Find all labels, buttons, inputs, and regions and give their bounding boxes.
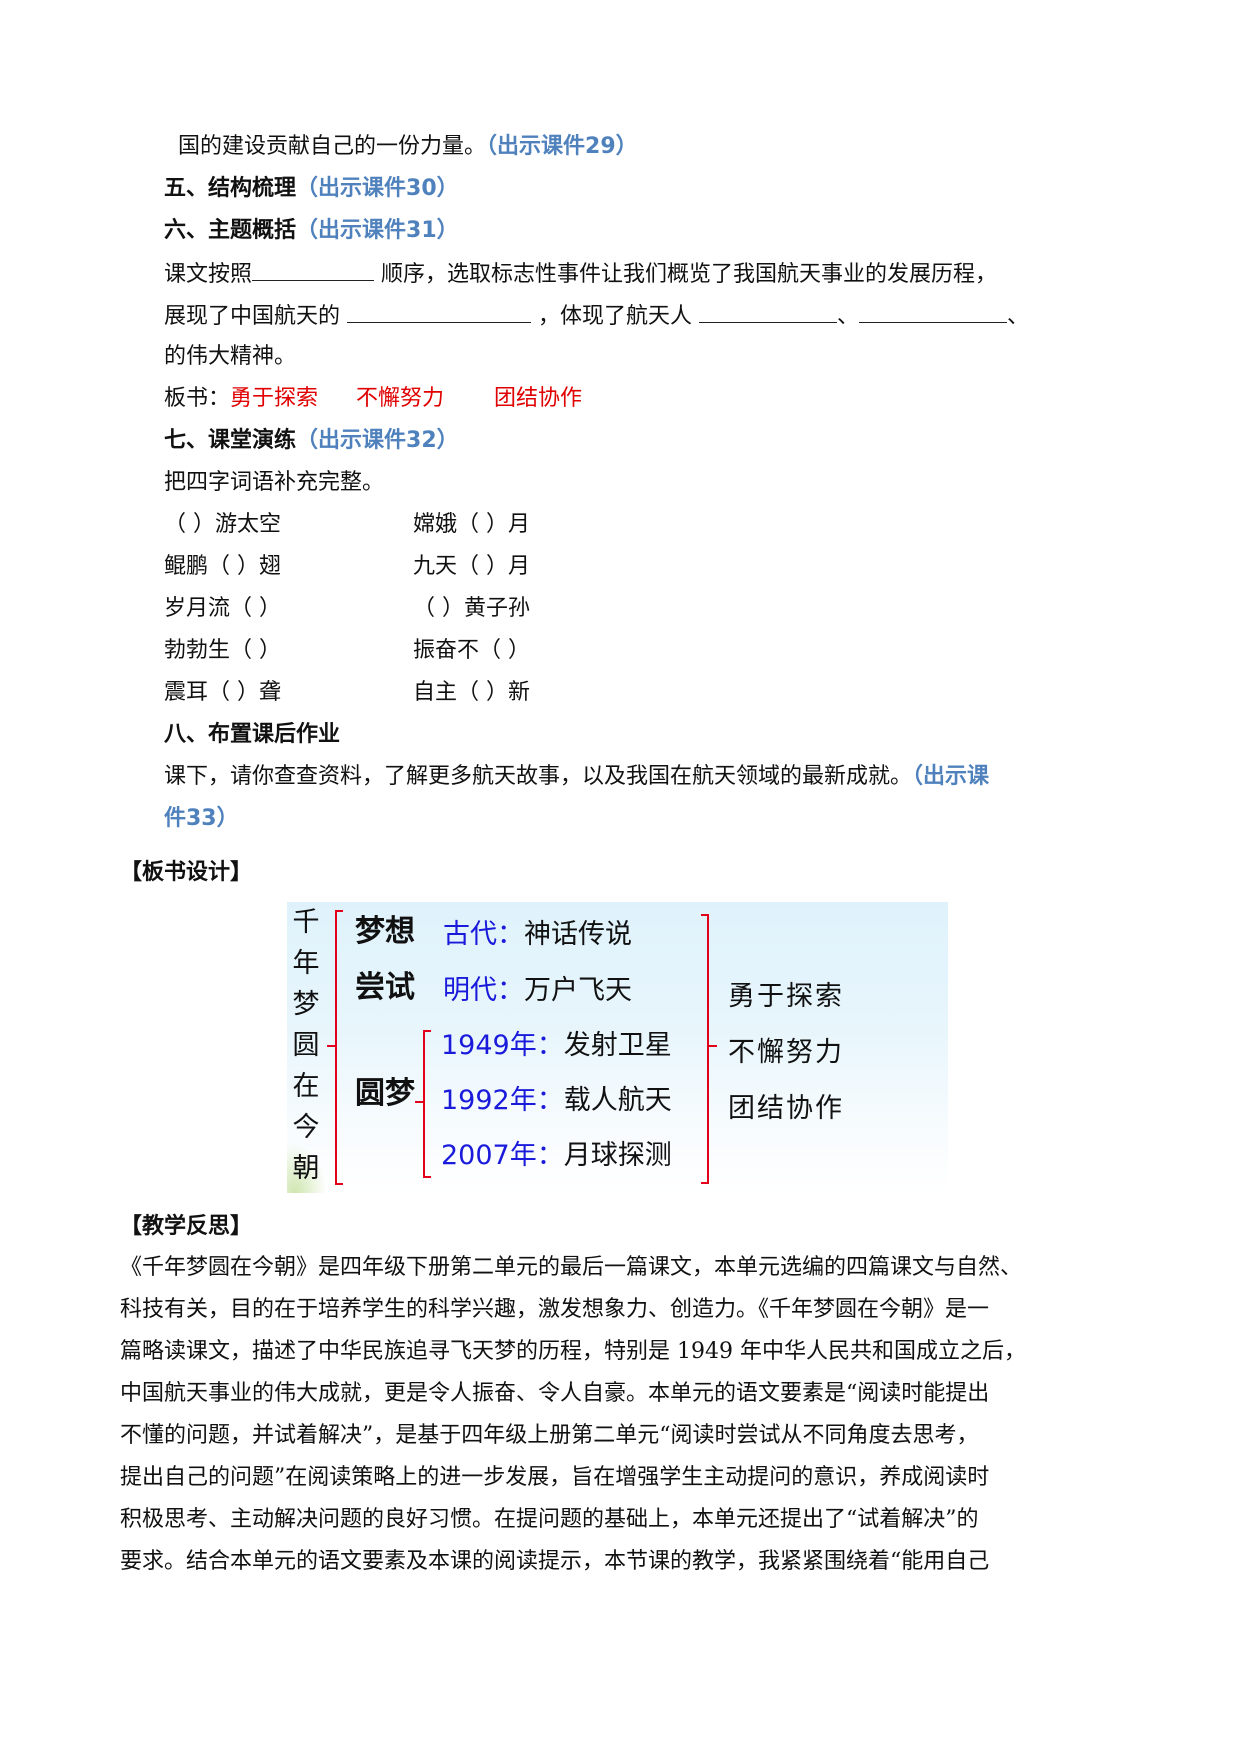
- fill-blank[interactable]: [347, 300, 531, 323]
- theme-summary-line-1: 课文按照 顺序，选取标志性事件让我们概览了我国航天事业的发展历程，: [164, 258, 997, 290]
- era: 明代：: [443, 975, 524, 1006]
- heading-text: 八、布置课后作业: [164, 722, 341, 747]
- inner-bracket: [423, 1030, 431, 1178]
- bracket-tick: [415, 1101, 423, 1103]
- fill-blank[interactable]: [252, 258, 375, 281]
- section-6-heading: 六、主题概括（出示课件31）: [164, 216, 459, 246]
- text: ，体现了航天人: [531, 304, 699, 329]
- reflection-line: 篇略读课文，描述了中华民族追寻飞天梦的历程，特别是 1949 年中华人民共和国成…: [120, 1339, 1026, 1364]
- courseware-ref: （出示课件31）: [296, 218, 459, 243]
- title-char: 年: [292, 948, 320, 979]
- title-char: 圆: [292, 1030, 320, 1061]
- section-8-heading: 八、布置课后作业: [164, 720, 340, 750]
- event-row: 古代：神话传说: [443, 912, 632, 951]
- exercise-item: 鲲鹏（ ）翅: [164, 554, 281, 579]
- spirit-label: 团结协作: [728, 1093, 844, 1124]
- event-row: 1949年：发射卫星: [441, 1023, 672, 1062]
- event: 神话传说: [524, 919, 632, 950]
- text: 、: [837, 304, 860, 329]
- board-design-image: 千 年 梦 圆 在 今 朝 梦想 尝试 圆梦 古代：神话传说 明代：万户飞天 1…: [287, 902, 948, 1193]
- spirit-label: 不懈努力: [728, 1037, 844, 1068]
- reflection-heading: 【教学反思】: [120, 1214, 253, 1239]
- fill-blank[interactable]: [859, 300, 1008, 323]
- homework-text: 课下，请你查查资料，了解更多航天故事，以及我国在航天领域的最新成就。（出示课: [164, 762, 989, 792]
- era: 1992年：: [441, 1085, 564, 1116]
- reflection-line: 科技有关，目的在于培养学生的科学兴趣，激发想象力、创造力。《千年梦圆在今朝》是一: [120, 1297, 990, 1322]
- board-note: 板书：勇于探索 不懈努力 团结协作: [164, 384, 582, 414]
- grass-decoration: [287, 1143, 327, 1193]
- reflection-line: 《千年梦圆在今朝》是四年级下册第二单元的最后一篇课文，本单元选编的四篇课文与自然…: [120, 1255, 1023, 1280]
- title-char: 梦: [292, 989, 320, 1020]
- board-design-heading: 【板书设计】: [120, 860, 253, 885]
- exercise-item: 震耳（ ）聋: [164, 680, 281, 705]
- reflection-line: 不懂的问题，并试着解决”，是基于四年级上册第二单元“阅读时尝试从不同角度去思考，: [120, 1423, 979, 1448]
- board-title-vertical: 千 年 梦 圆 在 今 朝: [291, 902, 321, 1189]
- stage-label: 尝试: [355, 970, 415, 1005]
- bracket-tick: [709, 1045, 717, 1047]
- homework-text-cont: 件33）: [164, 804, 239, 834]
- theme-summary-line-2: 展现了中国航天的 ，体现了航天人 、 、: [164, 300, 1029, 332]
- courseware-ref: （出示课件32）: [296, 428, 459, 453]
- board-item: 团结协作: [494, 386, 583, 411]
- heading-text: 七、课堂演练: [164, 428, 297, 453]
- event: 载人航天: [563, 1085, 672, 1116]
- exercise-item: 自主（ ）新: [413, 680, 530, 705]
- exercise-item: 九天（ ）月: [413, 554, 530, 579]
- era: 2007年：: [441, 1140, 564, 1171]
- event: 万户飞天: [524, 975, 632, 1006]
- heading-text: 五、结构梳理: [164, 176, 297, 201]
- era: 古代：: [443, 919, 524, 950]
- event-row: 明代：万户飞天: [443, 968, 632, 1007]
- continued-paragraph: 国的建设贡献自己的一份力量。（出示课件29）: [178, 132, 638, 162]
- stage-label: 圆梦: [355, 1076, 415, 1111]
- board-item: 不懈努力: [356, 386, 445, 411]
- spirit-label: 勇于探索: [728, 981, 844, 1012]
- fill-blank[interactable]: [699, 300, 837, 323]
- exercise-item: （ ）游太空: [164, 512, 281, 537]
- right-bracket: [701, 914, 709, 1184]
- paragraph-text: 国的建设贡献自己的一份力量。: [178, 134, 487, 159]
- courseware-ref: （出示课件29）: [486, 134, 638, 159]
- reflection-line: 要求。结合本单元的语文要素及本课的阅读提示，本节课的教学，我紧紧围绕着“能用自己: [120, 1549, 990, 1574]
- text: 展现了中国航天的: [164, 304, 347, 329]
- title-char: 在: [292, 1071, 320, 1102]
- text: 课下，请你查查资料，了解更多航天故事，以及我国在航天领域的最新成就。: [164, 764, 913, 789]
- text: 课文按照: [164, 262, 253, 287]
- title-char: 今: [292, 1112, 320, 1143]
- board-label: 板书：: [164, 386, 231, 411]
- heading-text: 六、主题概括: [164, 218, 297, 243]
- bracket-tick: [327, 1045, 335, 1047]
- courseware-ref: 件33）: [164, 806, 239, 831]
- exercise-item: 嫦娥（ ）月: [413, 512, 530, 537]
- title-char: 朝: [292, 1153, 320, 1184]
- section-7-heading: 七、课堂演练（出示课件32）: [164, 426, 459, 456]
- text: 顺序，选取标志性事件让我们概览了我国航天事业的发展历程，: [374, 262, 998, 287]
- courseware-ref: （出示课件30）: [296, 176, 459, 201]
- stage-label: 梦想: [355, 914, 415, 949]
- exercise-instruction: 把四字词语补充完整。: [164, 470, 385, 495]
- era: 1949年：: [441, 1030, 564, 1061]
- left-bracket: [335, 910, 343, 1185]
- text: 、: [1007, 304, 1030, 329]
- event: 月球探测: [563, 1140, 672, 1171]
- exercise-item: 振奋不（ ）: [413, 638, 530, 663]
- board-item: 勇于探索: [230, 386, 319, 411]
- reflection-line: 积极思考、主动解决问题的良好习惯。在提问题的基础上，本单元还提出了“试着解决”的: [120, 1507, 979, 1532]
- event: 发射卫星: [563, 1030, 672, 1061]
- section-5-heading: 五、结构梳理（出示课件30）: [164, 174, 459, 204]
- theme-summary-line-3: 的伟大精神。: [164, 344, 297, 369]
- exercise-item: 岁月流（ ）: [164, 596, 281, 621]
- courseware-ref: （出示课: [912, 764, 990, 789]
- exercise-item: （ ）黄子孙: [413, 596, 530, 621]
- reflection-line: 提出自己的问题”在阅读策略上的进一步发展，旨在增强学生主动提问的意识，养成阅读时: [120, 1465, 990, 1490]
- reflection-line: 中国航天事业的伟大成就，更是令人振奋、令人自豪。本单元的语文要素是“阅读时能提出: [120, 1381, 990, 1406]
- event-row: 2007年：月球探测: [441, 1133, 672, 1172]
- exercise-item: 勃勃生（ ）: [164, 638, 281, 663]
- event-row: 1992年：载人航天: [441, 1078, 672, 1117]
- title-char: 千: [292, 907, 320, 938]
